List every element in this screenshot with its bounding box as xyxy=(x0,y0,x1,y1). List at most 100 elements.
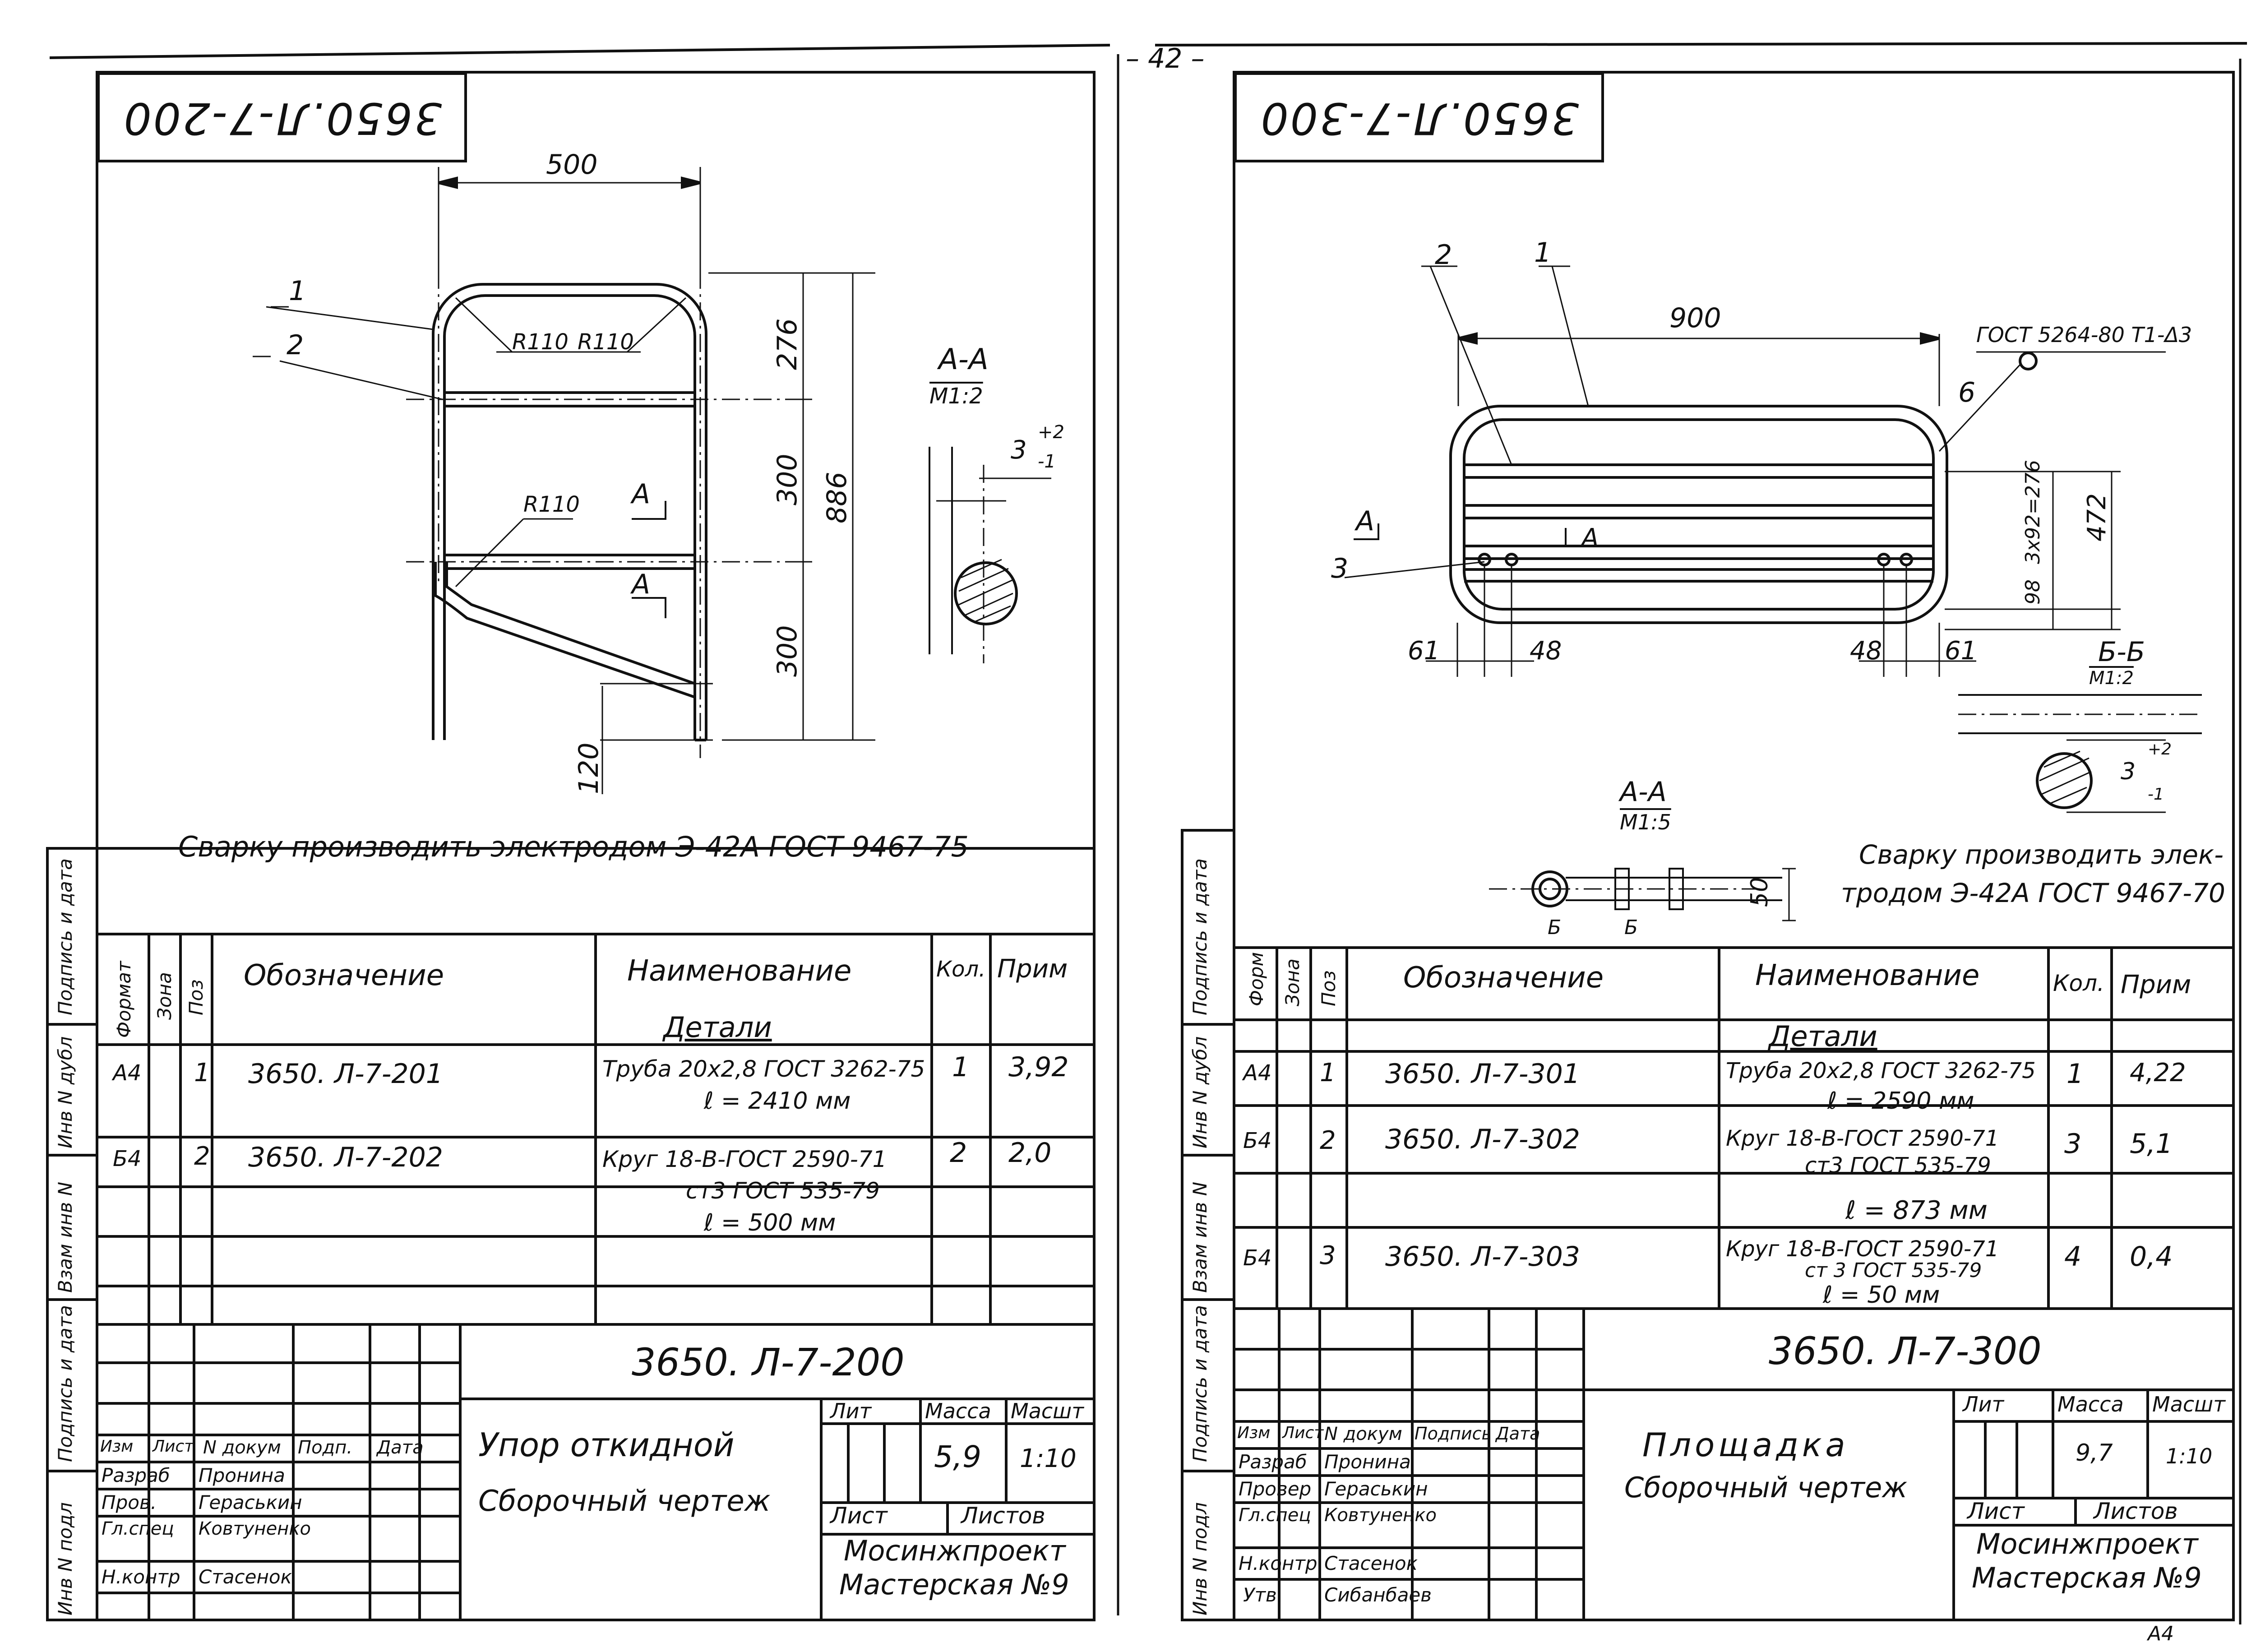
spec-row-3-name2: ст 3 ГОСТ 535-79 xyxy=(1805,1259,1982,1282)
spec-row-1-format: А4 xyxy=(113,1060,142,1086)
spec-row-2-name3: ℓ = 500 мм xyxy=(704,1209,836,1236)
spec-head-note: Прим xyxy=(2121,970,2191,1000)
pos-2-label: 2 xyxy=(287,329,304,361)
spec-row-1-format: А4 xyxy=(1243,1060,1272,1086)
section-aa-tol-minus: -1 xyxy=(1038,451,1056,472)
spec-row-2-qty: 3 xyxy=(2064,1128,2082,1160)
sign-head-doc: N докум xyxy=(1324,1424,1402,1444)
sign-name: Ковтуненко xyxy=(1324,1505,1437,1526)
title-lit-label: Лит xyxy=(830,1399,872,1423)
side-label-1: Подпись и дата xyxy=(1189,858,1211,1015)
spec-head-zone: Зона xyxy=(153,972,176,1020)
dim-48-right: 48 xyxy=(1850,636,1882,666)
title-subtitle: Сборочный чертеж xyxy=(478,1485,771,1518)
pos-3-label: 3 xyxy=(1331,553,1349,584)
title-org-2: Мастерская №9 xyxy=(1972,1561,2202,1594)
sign-head-change: Изм xyxy=(100,1437,134,1456)
spec-head-note: Прим xyxy=(997,954,1068,984)
section-bb-tol-minus: -1 xyxy=(2148,785,2164,804)
sign-name: Стасенок xyxy=(1324,1552,1418,1574)
pos-2-label: 2 xyxy=(1435,239,1452,271)
sign-name: Гераськин xyxy=(1324,1478,1428,1500)
dim-276: 276 xyxy=(772,318,803,370)
section-aa-tol-plus: +2 xyxy=(1038,422,1064,443)
cut-a-lower: А xyxy=(632,569,651,600)
section-aa-tol-base: 3 xyxy=(1011,435,1027,465)
spec-head-pos: Поз xyxy=(1318,970,1340,1006)
spec-row-2-note: 5,1 xyxy=(2130,1128,2173,1160)
cut-a-label-2: А xyxy=(1581,523,1599,553)
section-aa-title: А-А xyxy=(1620,776,1667,808)
spec-row-2-name1: Круг 18-В-ГОСТ 2590-71 xyxy=(1726,1126,1999,1151)
side-label-4: Подпись и дата xyxy=(54,1305,76,1462)
cut-a-upper: А xyxy=(632,478,651,510)
title-scale-value: 1:10 xyxy=(2166,1444,2213,1468)
title-scale-label: Масшт xyxy=(2152,1392,2226,1416)
sign-name: Стасенок xyxy=(199,1566,292,1588)
side-label-2: Инв N дубл xyxy=(54,1036,76,1148)
spec-row-2-format: Б4 xyxy=(113,1146,142,1171)
title-scale-label: Масшт xyxy=(1011,1399,1084,1423)
right-stamp: 3650.Л-7-300 xyxy=(1234,72,1604,162)
spec-row-2-format: Б4 xyxy=(1243,1128,1272,1153)
spec-row-1-code: 3650. Л-7-201 xyxy=(248,1058,443,1090)
section-aa-scale: М1:5 xyxy=(1620,810,1671,834)
side-label-4: Подпись и дата xyxy=(1189,1305,1211,1462)
side-label-3: Взам инв N xyxy=(54,1181,76,1293)
spec-row-1-pos: 1 xyxy=(194,1058,210,1087)
title-mass-label: Масса xyxy=(2057,1392,2124,1416)
dim-61-left: 61 xyxy=(1408,636,1440,666)
sign-head-signature: Подпись xyxy=(1415,1424,1492,1444)
welding-note-2: тродом Э-42А ГОСТ 9467-70 xyxy=(1841,878,2225,908)
sign-name: Сибанбаев xyxy=(1324,1584,1432,1606)
title-sheet-label: Лист xyxy=(1967,1498,2025,1524)
spec-row-3-note: 0,4 xyxy=(2130,1241,2173,1273)
title-sheets-label: Листов xyxy=(2094,1498,2178,1524)
dim-472: 472 xyxy=(2082,493,2112,541)
section-bb-tol-plus: +2 xyxy=(2148,740,2172,759)
spec-row-2-pos: 2 xyxy=(194,1142,210,1171)
spec-row-1-qty: 1 xyxy=(952,1051,970,1083)
title-name: Площадка xyxy=(1642,1426,1849,1464)
title-mass-value: 5,9 xyxy=(934,1439,981,1474)
dim-98: 98 xyxy=(2021,579,2044,605)
spec-row-1-name2: ℓ = 2590 мм xyxy=(1827,1087,1974,1115)
spec-head-format: Формат xyxy=(113,961,135,1038)
spec-row-3-code: 3650. Л-7-303 xyxy=(1385,1241,1580,1273)
sign-head-change: Изм xyxy=(1237,1424,1271,1442)
title-scale-value: 1:10 xyxy=(1020,1444,1077,1473)
spec-row-1-name2: ℓ = 2410 мм xyxy=(704,1087,851,1115)
page-number: – 42 – xyxy=(1126,43,1205,74)
title-code: 3650. Л-7-300 xyxy=(1769,1329,2042,1373)
sign-role: Утв. xyxy=(1243,1584,1283,1606)
spec-row-2-pos: 2 xyxy=(1320,1126,1336,1155)
spec-row-1-qty: 1 xyxy=(2066,1058,2084,1090)
section-aa-cut-b2: Б xyxy=(1624,916,1638,939)
pos-1-label: 1 xyxy=(289,275,306,307)
side-label-5: Инв N подл xyxy=(1189,1502,1211,1615)
sign-head-doc: N докум xyxy=(203,1437,281,1458)
spec-row-2-code: 3650. Л-7-202 xyxy=(248,1142,443,1173)
spec-row-3-name3: ℓ = 50 мм xyxy=(1823,1282,1940,1309)
weld-symbol-label: ГОСТ 5264-80 Т1-Δ3 xyxy=(1976,323,2192,347)
pos-1-label: 1 xyxy=(1534,237,1552,268)
title-org-2: Мастерская №9 xyxy=(839,1568,1069,1601)
dim-61-right: 61 xyxy=(1945,636,1977,666)
sign-head-date: Дата xyxy=(377,1437,424,1458)
spec-head-zone: Зона xyxy=(1281,958,1304,1006)
spec-head-pos: Поз xyxy=(185,979,207,1015)
spec-row-1-name1: Труба 20х2,8 ГОСТ 3262-75 xyxy=(602,1056,925,1082)
section-aa-scale: М1:2 xyxy=(929,384,983,409)
spec-row-1-code: 3650. Л-7-301 xyxy=(1385,1058,1580,1090)
dim-300-upper: 300 xyxy=(772,453,803,505)
title-code: 3650. Л-7-200 xyxy=(632,1340,905,1384)
spec-row-3-format: Б4 xyxy=(1243,1245,1272,1271)
title-org-1: Мосинжпроект xyxy=(844,1534,1066,1567)
title-name: Упор откидной xyxy=(478,1426,735,1464)
sign-role: Гл.спец xyxy=(102,1518,174,1539)
sign-role: Н.контр xyxy=(1239,1552,1318,1574)
spec-head-qty: Кол. xyxy=(936,957,986,982)
left-stamp-code: 3650.Л-7-200 xyxy=(122,93,442,143)
